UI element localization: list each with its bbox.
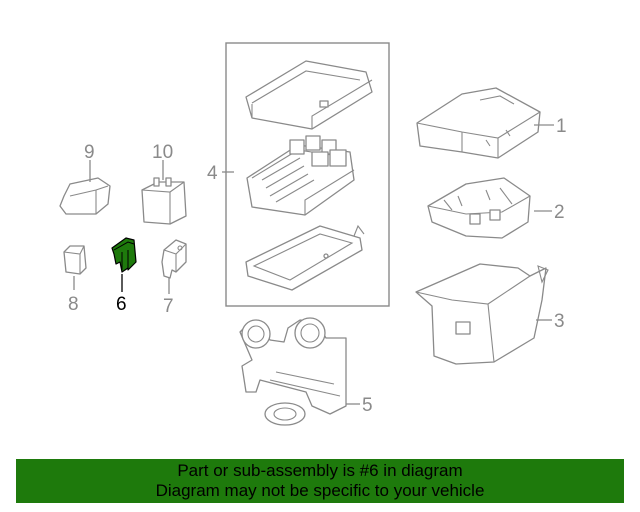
part-10-relay[interactable] xyxy=(141,177,187,225)
part-8-fuse[interactable] xyxy=(63,245,87,275)
callout-8: 8 xyxy=(68,294,79,315)
callout-1: 1 xyxy=(556,116,567,137)
part-4-fuse-block[interactable] xyxy=(246,135,355,216)
part-6-blade-fuse[interactable] xyxy=(111,237,137,273)
part-4-group-frame xyxy=(225,42,390,307)
part-5-bracket[interactable] xyxy=(239,317,347,426)
callout-7: 7 xyxy=(163,296,174,317)
banner-line-1: Part or sub-assembly is #6 in diagram xyxy=(177,461,463,480)
part-3-box[interactable] xyxy=(415,263,549,365)
callout-4: 4 xyxy=(207,163,218,184)
part-7-fuse[interactable] xyxy=(161,239,187,279)
info-banner: Part or sub-assembly is #6 in diagram Di… xyxy=(16,459,624,503)
callout-3: 3 xyxy=(554,311,565,332)
part-2-housing[interactable] xyxy=(427,177,531,239)
callout-5: 5 xyxy=(362,395,373,416)
part-1-cover[interactable] xyxy=(416,87,541,159)
part-4-tray[interactable] xyxy=(245,224,365,291)
part-4-cover[interactable] xyxy=(245,60,373,130)
part-9-relay[interactable] xyxy=(59,177,111,215)
banner-line-2: Diagram may not be specific to your vehi… xyxy=(155,481,485,500)
callout-6: 6 xyxy=(116,294,127,315)
parts-diagram: 1 2 3 4 5 9 10 8 6 7 xyxy=(59,42,567,426)
callout-9: 9 xyxy=(84,142,95,163)
callout-10: 10 xyxy=(152,142,173,163)
callout-2: 2 xyxy=(554,202,565,223)
